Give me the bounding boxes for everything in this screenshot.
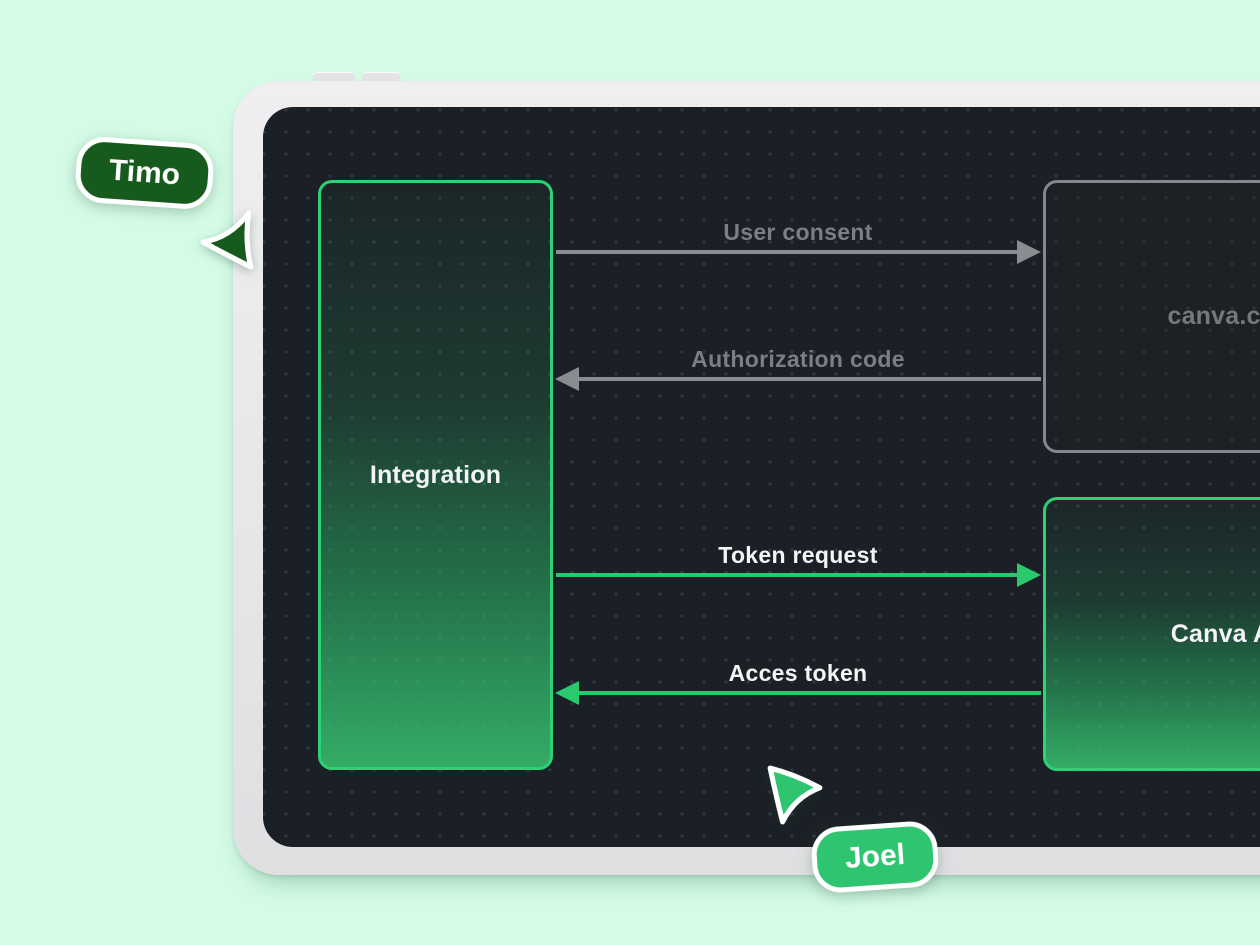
- timo-cursor-icon: [200, 210, 254, 270]
- node-canva-com-label: canva.com: [1167, 302, 1260, 330]
- arrow-left-icon: [555, 681, 1041, 705]
- edge-access-token[interactable]: Acces token: [555, 660, 1041, 711]
- whiteboard-canvas[interactable]: Integration canva.com Canva API User con…: [263, 107, 1260, 847]
- edge-user-consent[interactable]: User consent: [555, 219, 1041, 270]
- node-integration[interactable]: Integration: [318, 180, 553, 770]
- node-canva-api[interactable]: Canva API: [1043, 497, 1260, 771]
- arrow-right-icon: [556, 563, 1041, 587]
- timo-name-tag: Timo: [73, 135, 216, 211]
- joel-name-tag: Joel: [809, 819, 941, 895]
- node-canva-api-label: Canva API: [1170, 619, 1260, 648]
- joel-cursor-icon: [767, 765, 823, 825]
- edge-user-consent-label: User consent: [723, 219, 873, 245]
- edge-token-request[interactable]: Token request: [555, 542, 1041, 593]
- edge-token-request-label: Token request: [718, 542, 878, 568]
- edge-authorization-code-label: Authorization code: [691, 346, 905, 372]
- edge-access-token-label: Acces token: [728, 660, 868, 686]
- tablet-frame: Integration canva.com Canva API User con…: [233, 81, 1260, 875]
- arrow-left-icon: [555, 367, 1041, 391]
- arrow-right-icon: [556, 240, 1041, 264]
- node-integration-label: Integration: [369, 460, 502, 489]
- edge-authorization-code[interactable]: Authorization code: [555, 346, 1041, 397]
- node-canva-com[interactable]: canva.com: [1043, 180, 1260, 453]
